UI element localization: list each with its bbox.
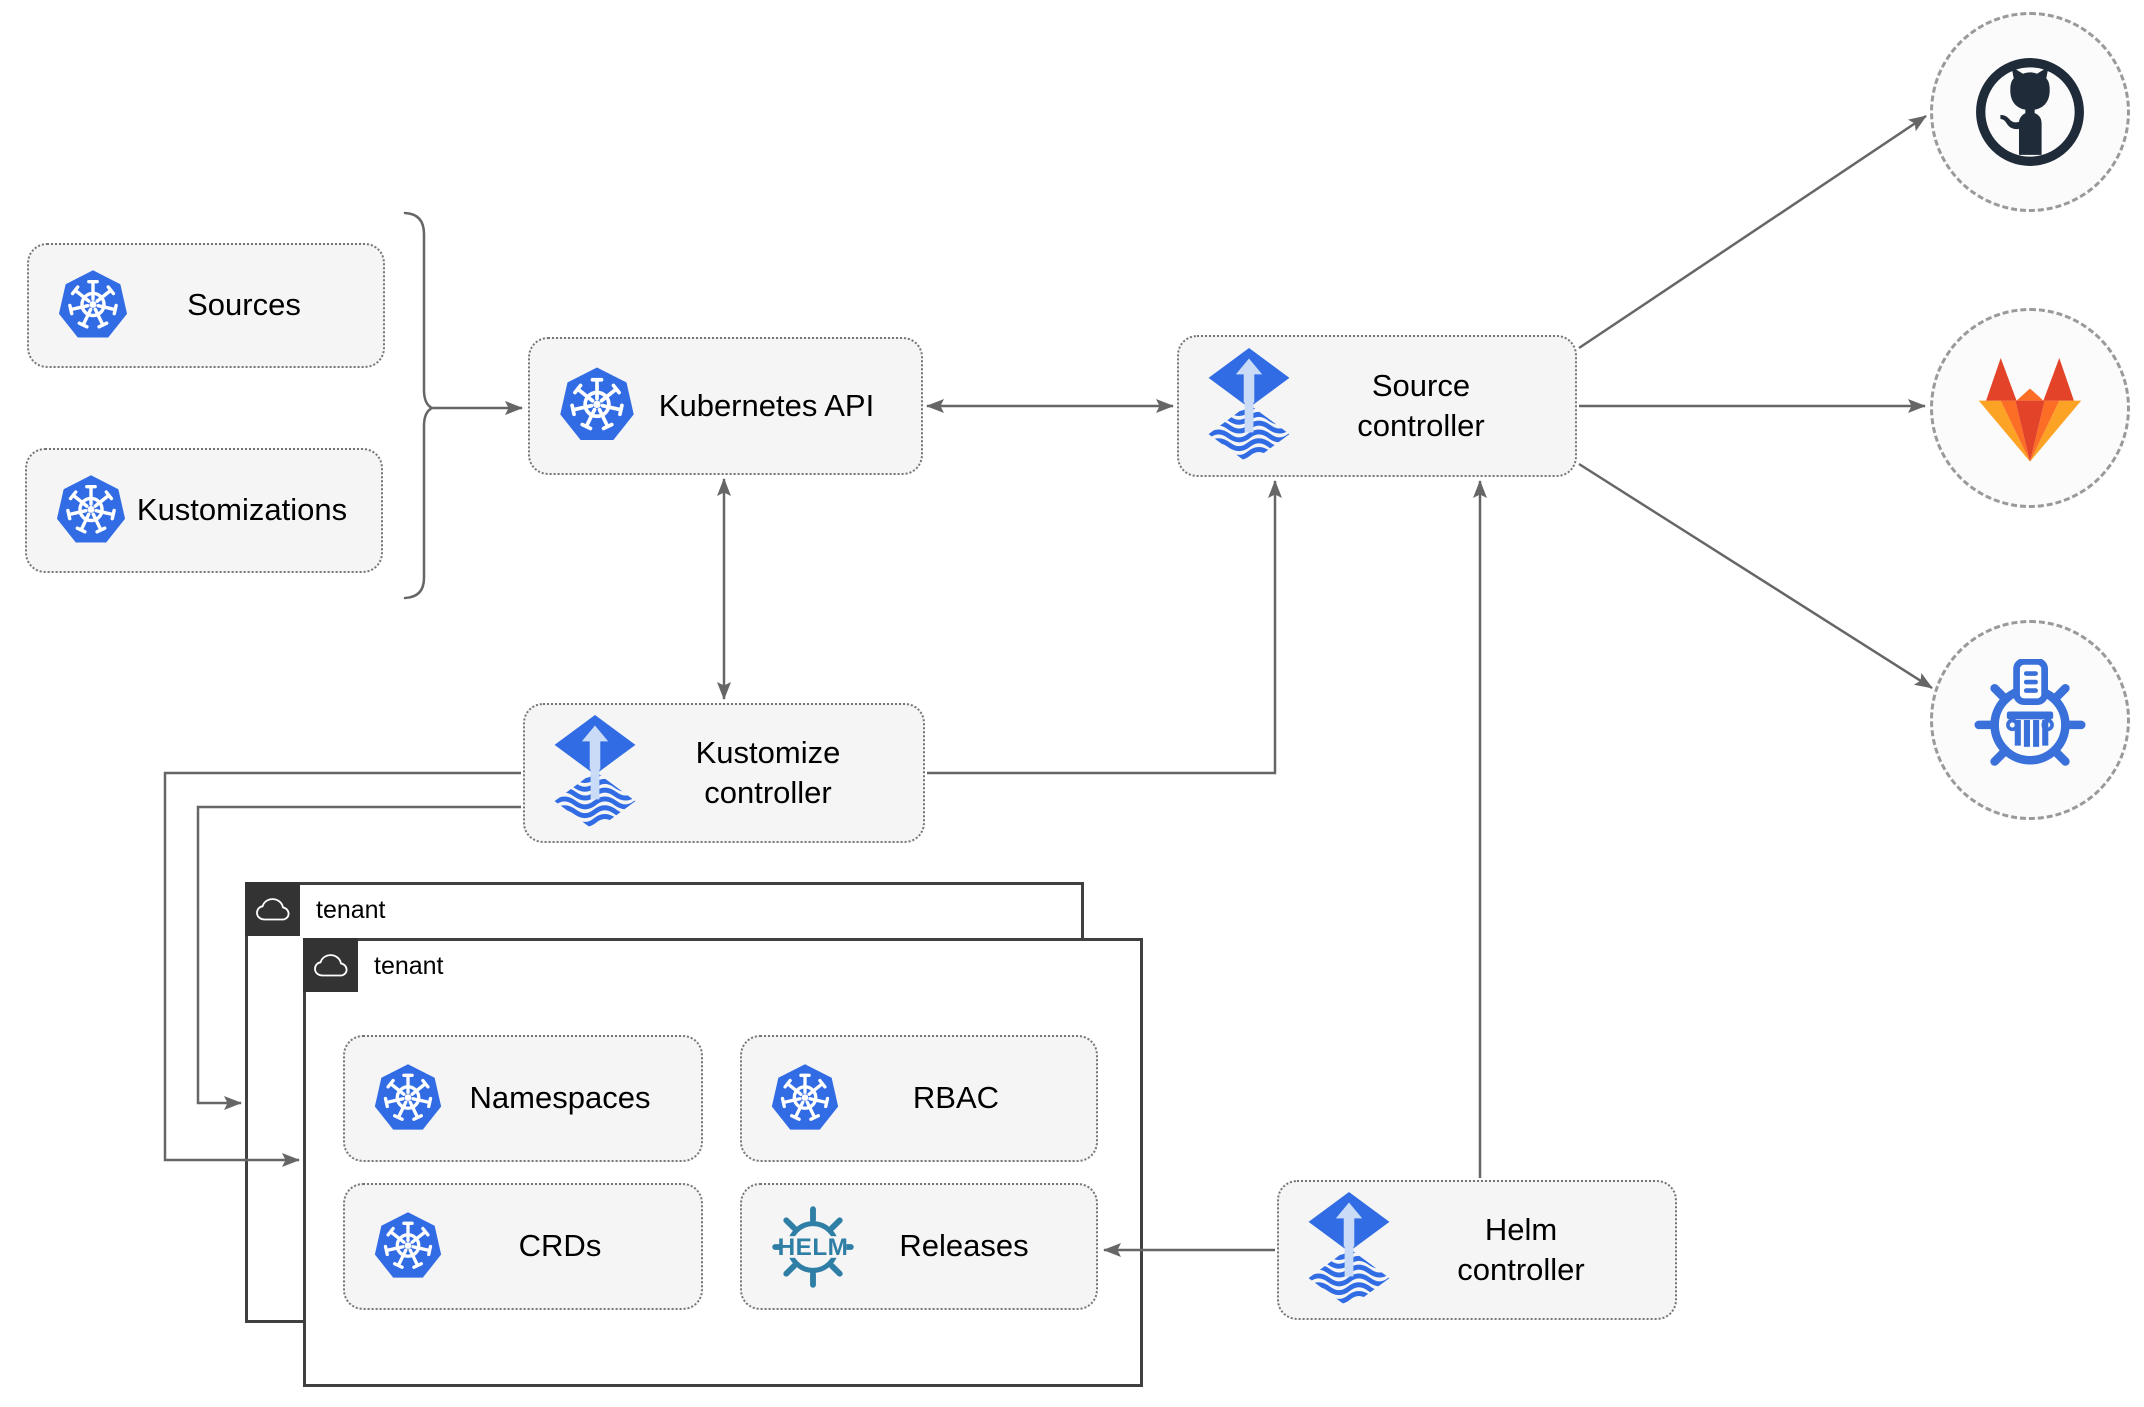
node-crds-label: CRDs <box>518 1228 602 1264</box>
github-icon <box>1972 54 2088 170</box>
connector-kustomize-to-source-controller <box>927 480 1282 775</box>
kubernetes-icon <box>55 268 131 344</box>
kubernetes-icon <box>371 1062 445 1136</box>
tenant-inner-group: tenant <box>303 938 1143 1387</box>
flux-icon <box>1305 1192 1393 1308</box>
flux-icon <box>551 715 639 831</box>
kubernetes-icon <box>556 365 638 447</box>
external-github <box>1930 12 2130 212</box>
kubernetes-icon <box>768 1062 842 1136</box>
node-helm-controller-label: Helm controller <box>1457 1211 1585 1287</box>
node-kubernetes-api: Kubernetes API <box>528 337 923 475</box>
node-helm-controller: Helm controller <box>1277 1180 1677 1320</box>
node-namespaces-label: Namespaces <box>469 1080 651 1116</box>
node-namespaces: Namespaces <box>343 1035 703 1162</box>
connector-source-controller-to-chartmuseum <box>1578 462 1933 690</box>
tenant-inner-label: tenant <box>374 952 444 980</box>
cloud-icon <box>255 896 291 923</box>
node-rbac: RBAC <box>740 1035 1098 1162</box>
tenant-inner-tab <box>303 938 358 992</box>
node-kustomize-controller-label: Kustomize controller <box>695 734 841 810</box>
node-source-controller: Source controller <box>1177 335 1577 477</box>
node-crds: CRDs <box>343 1183 703 1310</box>
external-chartmuseum <box>1930 620 2130 820</box>
node-releases-label: Releases <box>899 1228 1029 1264</box>
external-gitlab <box>1930 308 2130 508</box>
chartmuseum-icon <box>1969 659 2091 781</box>
tenant-outer-label: tenant <box>316 896 386 924</box>
node-kustomizations: Kustomizations <box>25 448 383 573</box>
node-sources: Sources <box>27 243 385 368</box>
node-kustomize-controller: Kustomize controller <box>523 703 925 843</box>
brace-sources-group <box>403 211 435 600</box>
node-kustomizations-label: Kustomizations <box>136 492 348 528</box>
flux-icon <box>1205 348 1293 464</box>
cloud-icon <box>313 952 349 979</box>
kubernetes-icon <box>53 473 129 549</box>
kubernetes-icon <box>371 1210 445 1284</box>
node-kubernetes-api-label: Kubernetes API <box>658 387 875 423</box>
node-source-controller-label: Source controller <box>1357 367 1485 443</box>
tenant-outer-tab <box>245 882 300 936</box>
node-sources-label: Sources <box>187 287 301 323</box>
gitlab-icon <box>1969 347 2091 469</box>
helm-icon: HELM <box>768 1202 858 1292</box>
connector-source-controller-to-github <box>1578 114 1927 350</box>
node-rbac-label: RBAC <box>912 1080 1000 1116</box>
helm-logo-text: HELM <box>778 1234 849 1261</box>
node-releases: HELM Releases <box>740 1183 1098 1310</box>
